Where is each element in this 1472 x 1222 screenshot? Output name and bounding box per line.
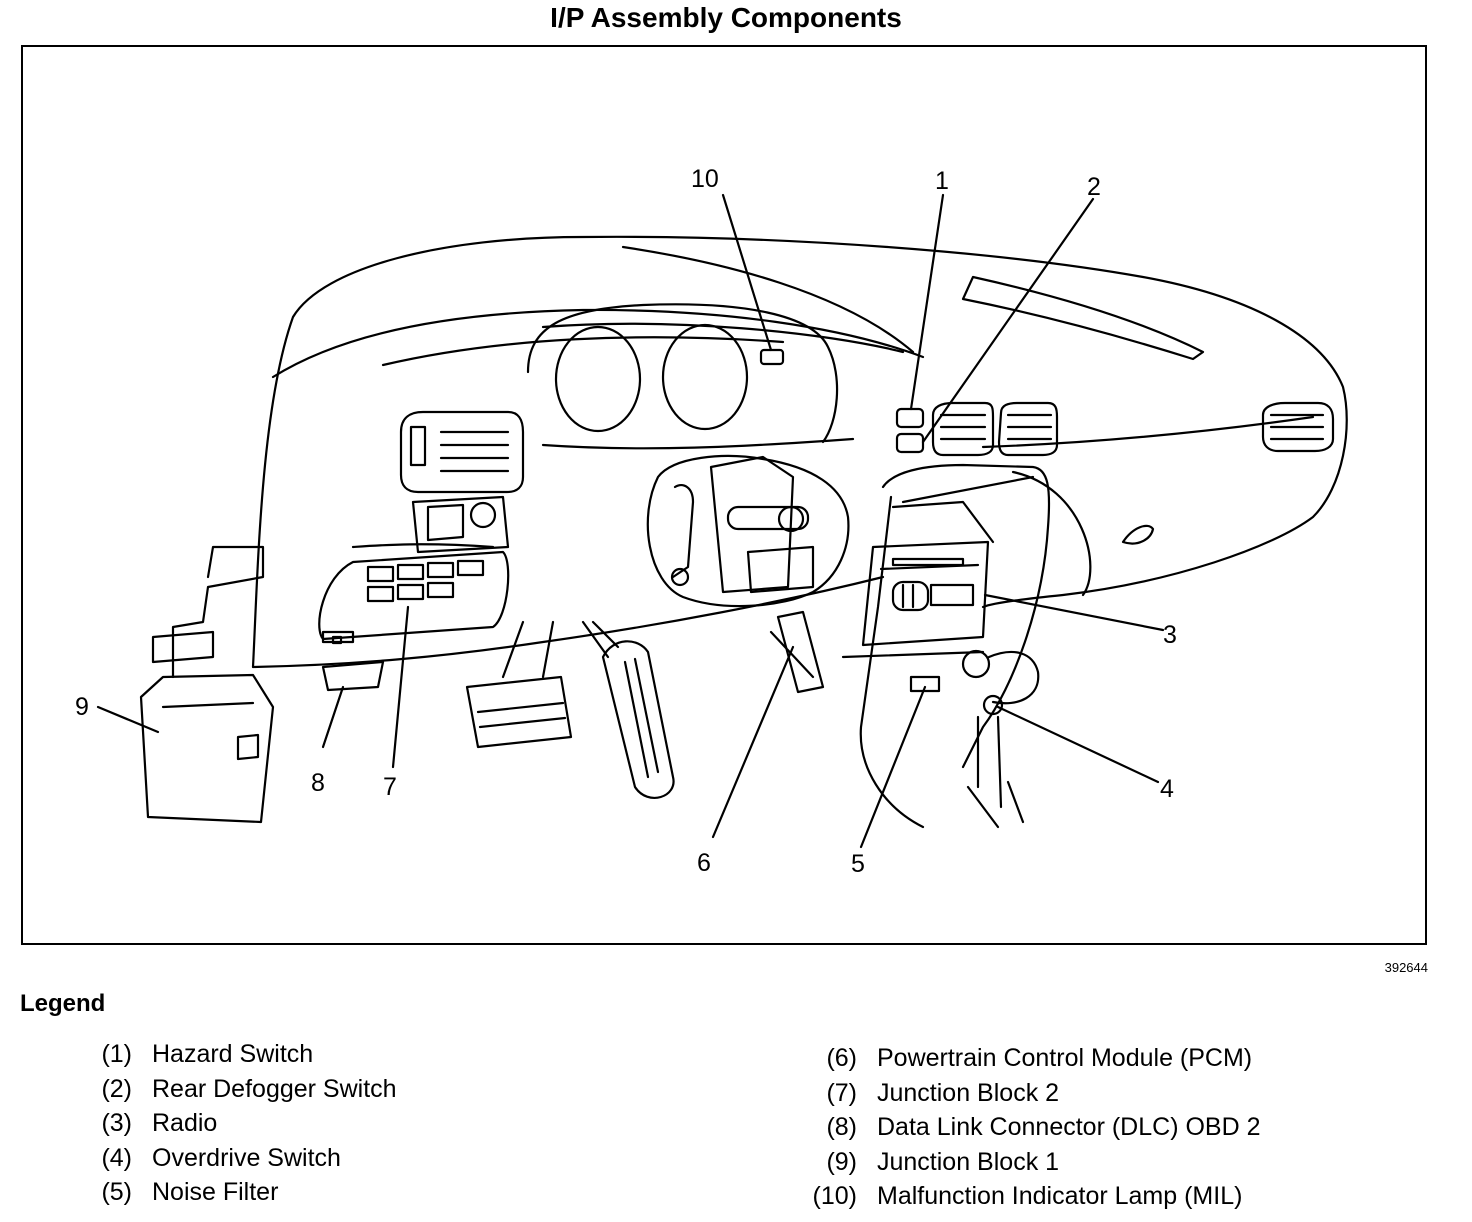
hazard-switch <box>895 407 925 429</box>
center-stack <box>881 463 1051 769</box>
callout-8: 8 <box>311 769 325 797</box>
callout-1: 1 <box>935 167 949 195</box>
legend-column-right: (6)Powertrain Control Module (PCM) (7)Ju… <box>795 1044 1261 1217</box>
legend-item: (7)Junction Block 2 <box>826 1078 1060 1107</box>
right-vent <box>1261 401 1335 453</box>
diagram-frame: 10 1 2 3 4 5 6 7 8 9 <box>21 45 1427 945</box>
legend-item: (6)Powertrain Control Module (PCM) <box>826 1044 1253 1072</box>
gauge-left <box>554 325 642 433</box>
callout-4: 4 <box>1160 775 1174 803</box>
data-link-connector <box>321 660 385 692</box>
brake-pedal <box>465 675 573 749</box>
dashboard-illustration: 10 1 2 3 4 5 6 7 8 9 <box>75 165 1348 878</box>
legend-item: (4)Overdrive Switch <box>101 1143 341 1172</box>
left-vent <box>399 410 525 494</box>
gauge-right <box>661 323 749 431</box>
callout-6: 6 <box>697 849 711 877</box>
junction-block-1 <box>139 673 275 824</box>
overdrive-switch <box>982 694 1004 716</box>
legend-item: (9)Junction Block 1 <box>826 1147 1060 1176</box>
legend-item: (2)Rear Defogger Switch <box>101 1074 397 1103</box>
callout-7: 7 <box>383 773 397 801</box>
callout-3: 3 <box>1163 621 1177 649</box>
callout-5: 5 <box>851 850 865 878</box>
junction-block-2 <box>318 550 510 641</box>
diagram-title: I/P Assembly Components <box>550 2 902 33</box>
legend-column-left: (1)Hazard Switch (2)Rear Defogger Switch… <box>70 1040 397 1213</box>
center-vent-right <box>997 401 1059 457</box>
legend-item: (1)Hazard Switch <box>101 1040 314 1068</box>
callout-9: 9 <box>75 693 89 721</box>
steering-column <box>646 454 850 608</box>
legend-item: (3)Radio <box>101 1109 218 1138</box>
callout-2: 2 <box>1087 173 1101 201</box>
noise-filter <box>909 675 941 693</box>
callout-10: 10 <box>691 165 719 193</box>
radio <box>861 540 990 647</box>
legend-item: (5)Noise Filter <box>101 1178 279 1207</box>
legend-item: (10)Malfunction Indicator Lamp (MIL) <box>812 1182 1243 1211</box>
accelerator-pedal <box>601 640 675 799</box>
rear-defogger-switch <box>895 432 925 454</box>
center-vent-left <box>931 401 995 457</box>
dashboard-outline <box>251 235 1348 669</box>
mil-lamp <box>759 348 785 366</box>
figure-id: 392644 <box>1384 960 1428 975</box>
pcm-bracket <box>776 610 825 694</box>
legend-heading: Legend <box>20 990 106 1017</box>
legend-item: (8)Data Link Connector (DLC) OBD 2 <box>826 1113 1261 1142</box>
